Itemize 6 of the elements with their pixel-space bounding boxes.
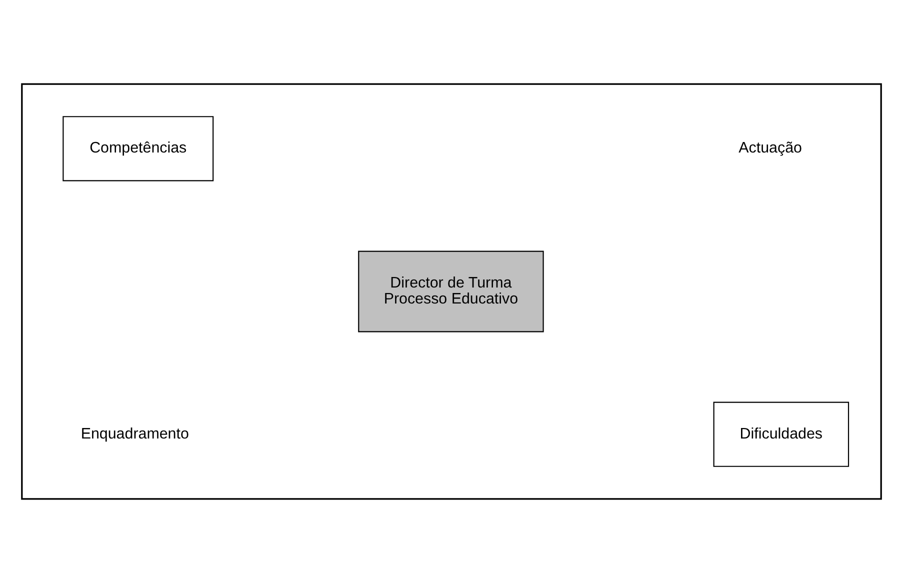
node-box: Director de Turma Processo Educativo [358, 250, 544, 332]
cluster [21, 82, 882, 500]
node-box: Competências [62, 116, 214, 181]
label: Actuação [738, 139, 802, 156]
label: Enquadramento [80, 424, 189, 442]
node-box: Dificuldades [713, 401, 850, 466]
